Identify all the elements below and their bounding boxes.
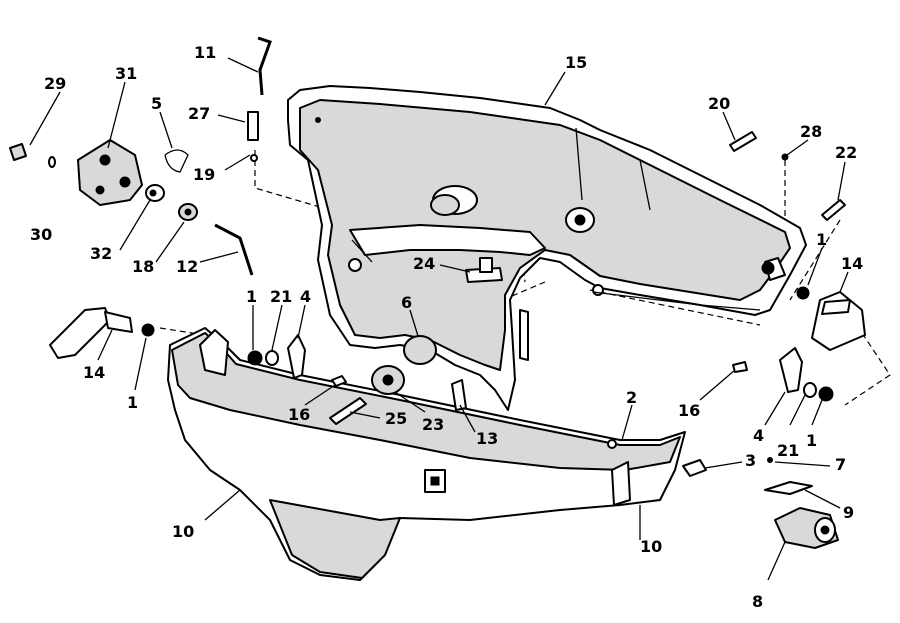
callout-21-right: 21 xyxy=(777,441,799,460)
callout-7: 7 xyxy=(835,455,846,474)
callout-3: 3 xyxy=(745,451,756,470)
bracket-31 xyxy=(77,139,143,206)
nut-1-right xyxy=(818,386,834,402)
callout-13: 13 xyxy=(476,429,498,448)
callout-23: 23 xyxy=(422,415,444,434)
grommet-6 xyxy=(403,335,437,365)
callout-28: 28 xyxy=(800,122,822,141)
lower-cowl-10 xyxy=(167,327,686,581)
mid-parts xyxy=(247,131,846,425)
screw-16-right xyxy=(732,361,748,373)
callout-14-left: 14 xyxy=(83,363,105,382)
bolt-22 xyxy=(821,199,846,221)
callout-30: 30 xyxy=(30,225,52,244)
leader-lines xyxy=(29,57,849,581)
callout-16-left: 16 xyxy=(288,405,310,424)
callout-27: 27 xyxy=(188,104,210,123)
callout-29: 29 xyxy=(44,74,66,93)
callout-4-left: 4 xyxy=(300,287,311,306)
small-parts-upper-left xyxy=(9,36,272,276)
rod-11 xyxy=(257,36,272,96)
washer-21-left xyxy=(265,350,279,366)
plate-4-right xyxy=(779,347,803,393)
callout-10-right: 10 xyxy=(640,537,662,556)
callout-18: 18 xyxy=(132,257,154,276)
oring-19 xyxy=(250,154,258,162)
callout-8: 8 xyxy=(752,592,763,611)
callout-16-right: 16 xyxy=(678,401,700,420)
callout-11: 11 xyxy=(194,43,216,62)
screw-3 xyxy=(682,459,707,477)
callout-12: 12 xyxy=(176,257,198,276)
callout-6: 6 xyxy=(401,293,412,312)
callout-32: 32 xyxy=(90,244,112,263)
callout-1-left: 1 xyxy=(127,393,138,412)
callout-9: 9 xyxy=(843,503,854,522)
callout-25: 25 xyxy=(385,409,407,428)
clip-5 xyxy=(164,149,189,173)
callout-20: 20 xyxy=(708,94,730,113)
callout-15: 15 xyxy=(565,53,587,72)
pin-28 xyxy=(781,153,789,161)
callout-22: 22 xyxy=(835,143,857,162)
nut-1-left xyxy=(247,350,263,366)
lower-right-parts xyxy=(682,347,839,549)
rod-12 xyxy=(214,223,254,276)
callout-2: 2 xyxy=(626,388,637,407)
oring-30 xyxy=(48,156,56,168)
callout-4-right: 4 xyxy=(753,426,764,445)
pin-7 xyxy=(767,457,773,463)
callout-19: 19 xyxy=(193,165,215,184)
bolt-20 xyxy=(729,131,757,152)
upper-cowl-15 xyxy=(287,85,807,411)
callout-31: 31 xyxy=(115,64,137,83)
callout-1-upper-right: 1 xyxy=(816,230,827,249)
callout-labels: 29 31 30 32 5 18 11 27 19 12 15 20 28 22… xyxy=(30,43,863,611)
latch-lever-right-14 xyxy=(796,286,866,351)
callout-5: 5 xyxy=(151,94,162,113)
callout-14-right: 14 xyxy=(841,254,863,273)
callout-21-left: 21 xyxy=(270,287,292,306)
callout-24: 24 xyxy=(413,254,435,273)
callout-10-left: 10 xyxy=(172,522,194,541)
plug-29 xyxy=(9,143,27,161)
gasket-9 xyxy=(764,481,813,495)
callout-1-mid: 1 xyxy=(246,287,257,306)
screw-16-left xyxy=(331,375,347,387)
bolt-25 xyxy=(329,397,367,425)
latch-lever-left-14 xyxy=(49,307,155,359)
seal-13 xyxy=(451,379,467,411)
washer-21-right xyxy=(803,382,817,398)
fitting-27 xyxy=(247,111,259,141)
callout-1-right: 1 xyxy=(806,431,817,450)
plate-4-left xyxy=(287,334,306,379)
